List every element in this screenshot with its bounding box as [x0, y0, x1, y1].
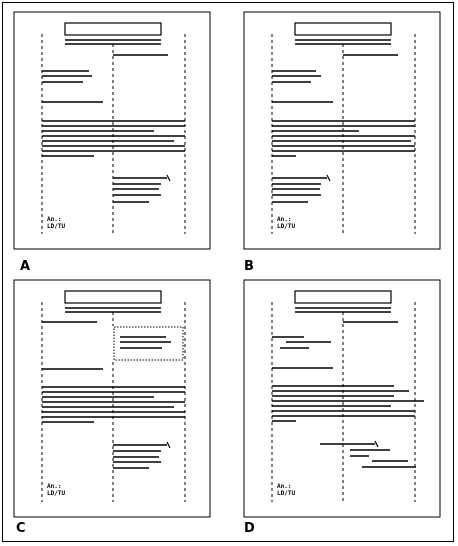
panel-frame [243, 279, 441, 518]
panel-label: C [16, 521, 26, 536]
hyphen-mark [326, 174, 331, 182]
hyphen-mark [166, 174, 171, 182]
outer-frame [2, 2, 454, 542]
highlight-box [113, 326, 184, 361]
panel-d: An.: LD/TU D [243, 279, 441, 536]
title-box [64, 290, 162, 304]
footer-line2: LD/TU [277, 223, 295, 230]
panel-c: An.: LD/TU C [13, 279, 211, 536]
panel-label: D [244, 521, 255, 536]
footer-line1: An.: [277, 216, 291, 223]
footer-line2: LD/TU [277, 490, 295, 497]
panel-frame [13, 279, 211, 518]
footer-line2: LD/TU [47, 490, 65, 497]
panel-a: An.: LD/TU A [13, 11, 211, 274]
panel-frame [243, 11, 441, 250]
hyphen-mark [166, 441, 171, 449]
footer-line2: LD/TU [47, 223, 65, 230]
title-box [294, 22, 392, 36]
title-box [294, 290, 392, 304]
panel-frame [13, 11, 211, 250]
panel-label: A [20, 259, 30, 274]
footer-line1: An.: [47, 483, 61, 490]
title-box [64, 22, 162, 36]
panel-label: B [244, 259, 254, 274]
hyphen-mark [374, 440, 379, 448]
panel-b: An.: LD/TU B [243, 11, 441, 274]
footer-line1: An.: [47, 216, 61, 223]
footer-line1: An.: [277, 483, 291, 490]
